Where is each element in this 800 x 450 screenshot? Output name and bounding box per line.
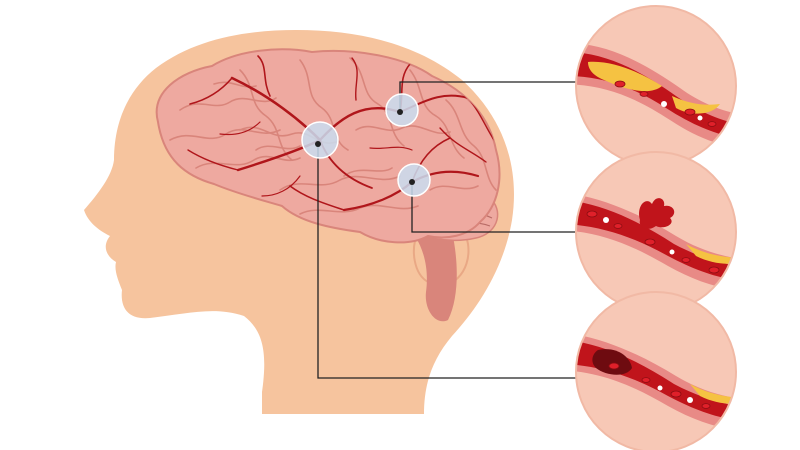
brain-vessel [261,175,301,197]
inset-middle [575,151,737,313]
brain-fold [445,99,497,191]
marker-temporal [397,163,431,197]
red-blood-cell [670,390,682,398]
white-blood-cell [731,411,736,417]
red-blood-cell [708,266,720,274]
brain-fold [343,167,393,177]
brain-vessel [257,55,271,97]
brain-vessel [289,185,345,211]
white-blood-cell [733,271,736,277]
red-blood-cell [639,91,649,97]
marker-parietal [385,93,419,127]
brain-fold [179,97,277,111]
leader-line-bottom [317,144,576,379]
white-blood-cell [697,115,703,121]
red-blood-cell [608,362,620,370]
brain-fold [429,185,479,191]
brain-fold [213,81,257,88]
leader-line-middle [411,180,576,233]
red-blood-cell [644,238,656,246]
white-blood-cell [603,217,609,223]
red-blood-cell [701,403,711,409]
brain-vessel [187,149,239,171]
red-blood-cell [586,210,598,218]
inset-top [575,5,737,167]
brain-vessel [189,77,233,105]
brain-vessel [351,57,358,101]
brain-fold [255,145,301,151]
red-blood-cell [707,121,717,127]
inset-bottom [575,291,737,450]
red-blood-cell [684,108,696,116]
brain-vessel [439,127,487,163]
red-blood-cell [681,257,691,263]
brain-fold [349,57,405,147]
red-blood-cell [613,223,623,229]
brain-fold [355,125,451,135]
white-blood-cell [669,249,675,255]
white-blood-cell [687,397,693,403]
white-blood-cell [727,127,733,133]
marker-frontal [301,121,339,159]
brain-fold [195,155,301,169]
brain-vessel [219,121,261,136]
white-blood-cell [657,385,663,391]
brain-fold [409,69,465,159]
red-blood-cell [641,377,651,383]
brain-fold [279,175,401,191]
white-blood-cell [661,101,667,107]
brain-vessel [369,146,413,151]
brainstem [404,222,457,322]
red-blood-cell [614,80,626,88]
